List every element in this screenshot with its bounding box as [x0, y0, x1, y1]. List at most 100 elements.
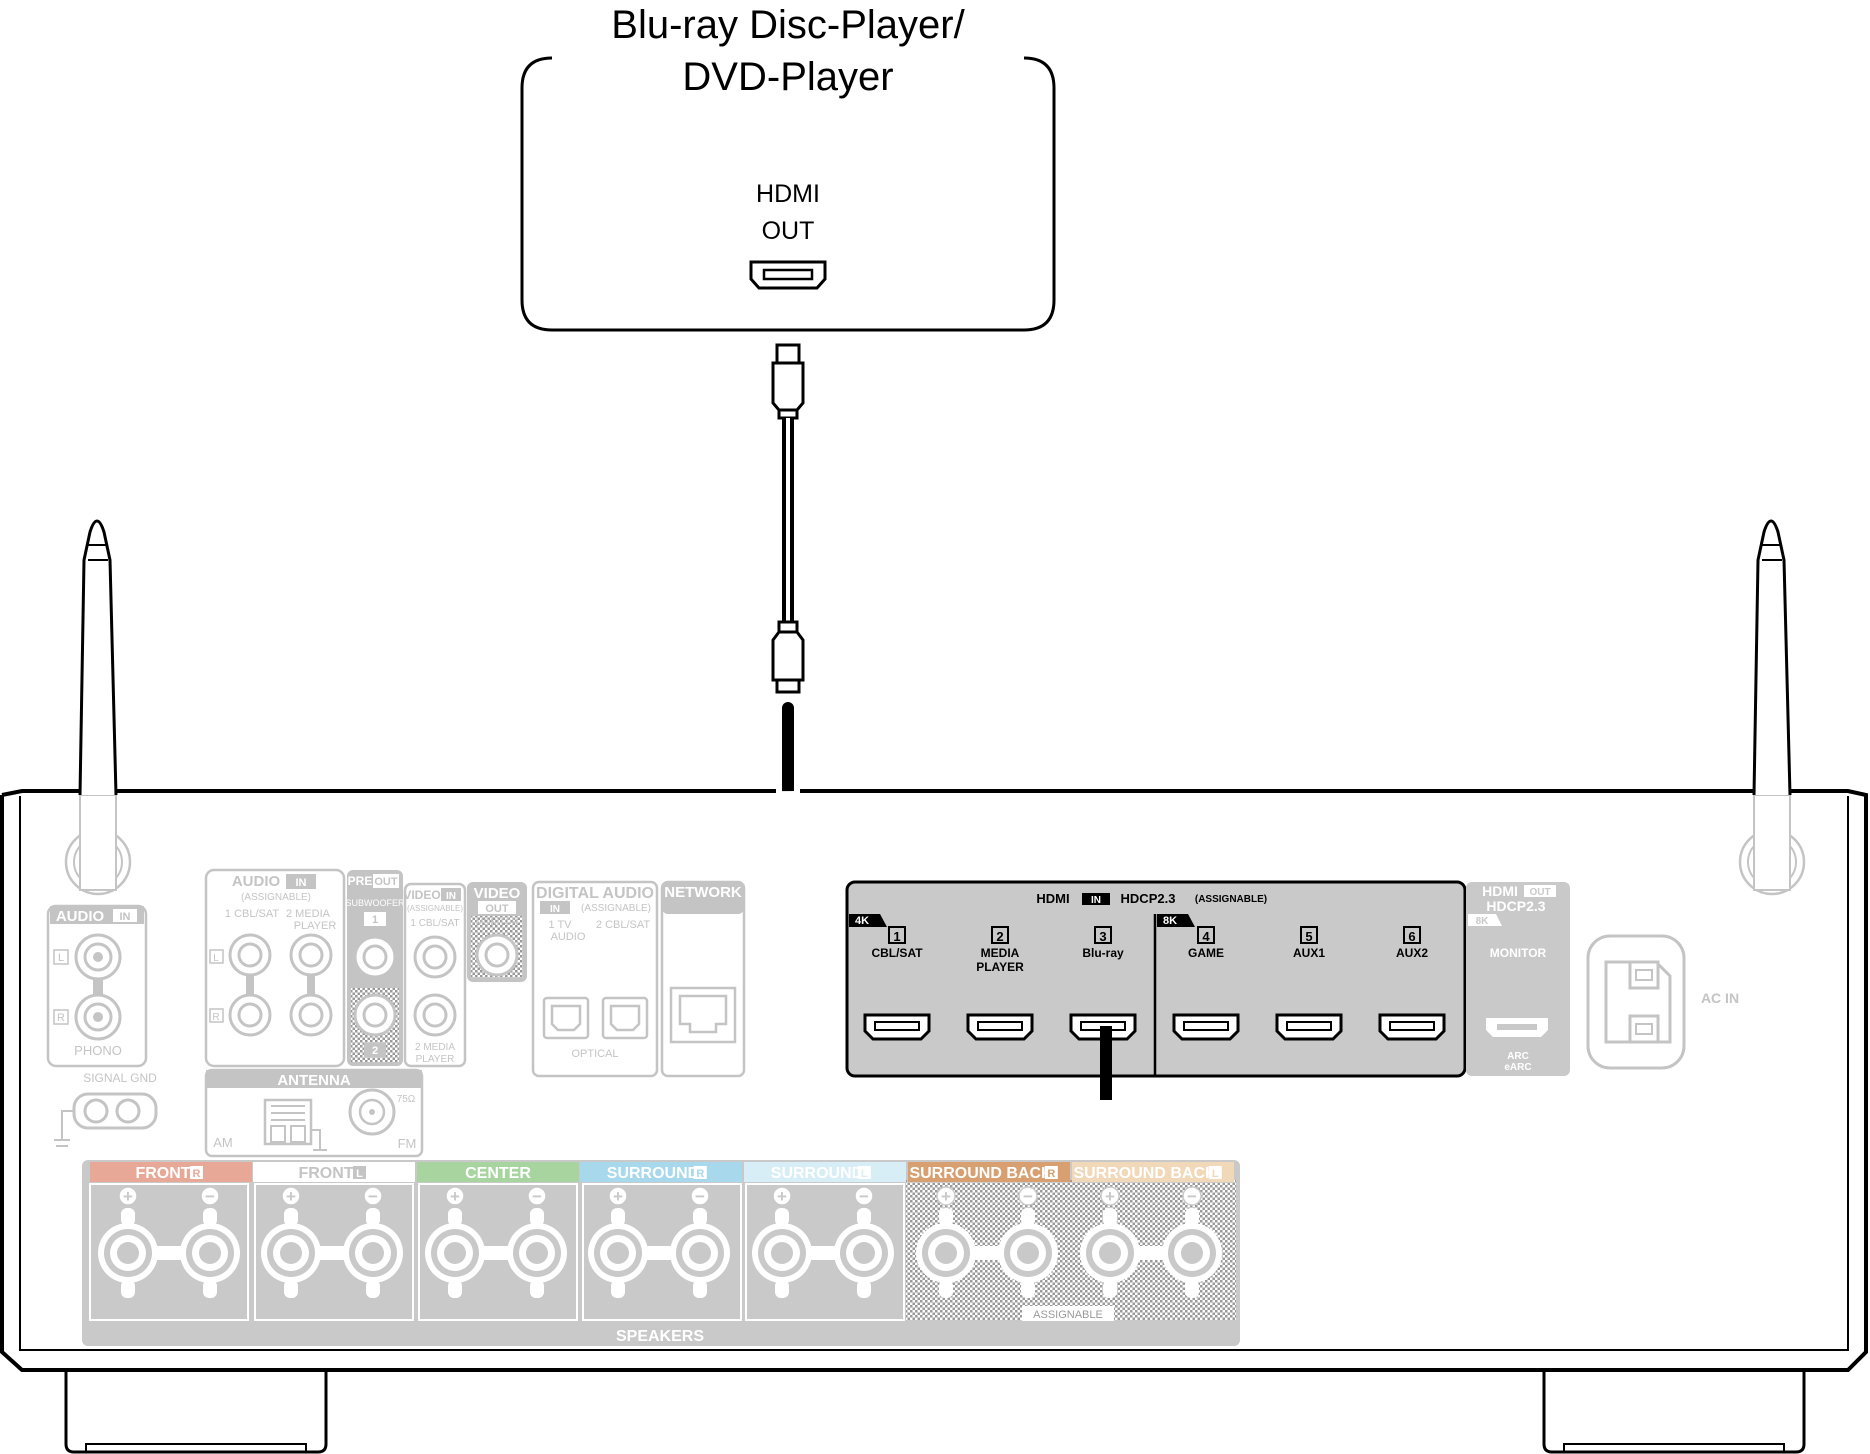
video-in-2-jack[interactable] [413, 993, 457, 1037]
svg-text:PLAYER: PLAYER [416, 1054, 455, 1065]
speaker-terminal-plus[interactable]: + [425, 1186, 485, 1298]
right-foot [1542, 1370, 1806, 1454]
hdmi-in-port-label: AUX2 [1396, 946, 1428, 960]
hdmi-in-header-hdmi: HDMI [1036, 891, 1069, 906]
svg-text:SIGNAL GND: SIGNAL GND [83, 1071, 157, 1085]
hdmi-out-panel: HDMI OUT HDCP2.3 8K MONITOR ARC eARC [1466, 882, 1570, 1076]
svg-text:1 CBL/SAT: 1 CBL/SAT [225, 908, 279, 920]
hdmi-connector-slot [977, 1021, 1023, 1031]
hdmi-in-port-label: CBL/SAT [871, 946, 923, 960]
speaker-terminal-link [1130, 1246, 1172, 1260]
hdmi-in-port-label: AUX1 [1293, 946, 1325, 960]
video-in-section: VIDEO IN (ASSIGNABLE) 1 CBL/SAT 2 MEDIA … [403, 882, 467, 1068]
svg-text:−: − [1023, 1187, 1033, 1206]
speaker-terminal-plus[interactable]: + [1080, 1186, 1140, 1298]
svg-text:+: + [450, 1187, 460, 1206]
svg-text:AUDIO: AUDIO [232, 873, 281, 890]
minus-icon [1018, 1186, 1038, 1206]
speaker-terminal-minus[interactable]: − [834, 1186, 894, 1298]
hdmi-in-header-assignable: (ASSIGNABLE) [1195, 894, 1267, 905]
minus-icon [854, 1186, 874, 1206]
phono-l-jack[interactable] [74, 933, 122, 981]
speaker-terminal-plus[interactable]: + [98, 1186, 158, 1298]
cable-plug-top-tip [775, 343, 801, 365]
optical-2-port[interactable] [601, 996, 649, 1040]
video-out-monitor-jack[interactable] [475, 933, 519, 977]
audio-in-2-l-jack[interactable] [289, 933, 333, 977]
speaker-group-label: SURROUND BACK [1073, 1165, 1217, 1182]
speaker-terminal-minus[interactable]: − [998, 1186, 1058, 1298]
svg-text:−: − [859, 1187, 869, 1206]
audio-in-2-r-jack[interactable] [289, 993, 333, 1037]
speaker-terminal-minus[interactable]: − [507, 1186, 567, 1298]
speaker-terminal-plus[interactable]: + [916, 1186, 976, 1298]
source-device-title-line2: DVD-Player [682, 55, 893, 99]
svg-text:eARC: eARC [1504, 1062, 1531, 1073]
speaker-terminal-minus[interactable]: − [180, 1186, 240, 1298]
hdmi-in-header-hdcp: HDCP2.3 [1121, 891, 1176, 906]
svg-text:+: + [941, 1187, 951, 1206]
hdmi-in-port-number: 2 [996, 929, 1003, 944]
speaker-channel-box [857, 1166, 871, 1179]
speaker-terminal-minus[interactable]: − [1162, 1186, 1222, 1298]
hdmi-connector-slot [1183, 1021, 1229, 1031]
fm-antenna-jack[interactable] [348, 1088, 396, 1136]
ac-in-socket[interactable] [1586, 934, 1686, 1070]
speaker-terminal-minus[interactable]: − [670, 1186, 730, 1298]
speaker-terminal-link [311, 1246, 353, 1260]
svg-text:DIGITAL AUDIO: DIGITAL AUDIO [536, 885, 654, 902]
subwoofer-2-jack[interactable] [353, 993, 397, 1037]
speaker-terminal-link [148, 1246, 190, 1260]
svg-text:PLAYER: PLAYER [294, 920, 337, 932]
am-antenna-terminal[interactable] [263, 1098, 327, 1151]
signal-gnd-terminal[interactable] [54, 1092, 158, 1147]
speaker-channel-letter: R [193, 1168, 201, 1180]
svg-text:−: − [1187, 1187, 1197, 1206]
svg-text:OUT: OUT [485, 903, 509, 915]
right-wireless-antenna [1738, 519, 1806, 896]
audio-in-1-r-jack[interactable] [228, 993, 272, 1037]
speaker-group-header [253, 1162, 415, 1182]
svg-text:1 CBL/SAT: 1 CBL/SAT [410, 918, 459, 929]
hdmi-in-header-in: IN [1091, 895, 1101, 906]
audio-in-1-l-jack[interactable] [228, 933, 272, 977]
svg-text:FM: FM [398, 1136, 417, 1151]
hdmi-in-port-label: MEDIA [981, 946, 1020, 960]
speaker-terminal-minus[interactable]: − [343, 1186, 403, 1298]
subwoofer-1-jack[interactable] [353, 935, 397, 979]
player-hdmi-out-port[interactable] [749, 260, 827, 290]
video-in-1-jack[interactable] [413, 935, 457, 979]
hdmi-in-port-number-box [1403, 926, 1421, 944]
ethernet-port[interactable] [669, 986, 737, 1044]
svg-text:75Ω: 75Ω [397, 1094, 416, 1105]
svg-text:−: − [532, 1187, 542, 1206]
speaker-terminal-plus[interactable]: + [261, 1186, 321, 1298]
optical-1-port[interactable] [542, 996, 590, 1040]
network-section: NETWORK [660, 880, 746, 1078]
phono-r-jack[interactable] [74, 993, 122, 1041]
video-out-section: VIDEO OUT MONITOR [467, 882, 527, 982]
hdmi-connector-slot [874, 1021, 920, 1031]
speaker-channel-letter: L [1212, 1168, 1219, 1180]
hdmi-out-monitor-port[interactable] [1486, 1018, 1548, 1037]
svg-text:(ASSIGNABLE): (ASSIGNABLE) [241, 892, 311, 903]
speaker-channel-letter: R [696, 1168, 704, 1180]
pre-out-section: PRE OUT SUBWOOFER 1 2 [345, 870, 405, 1066]
hdmi-in-port-number-box [991, 926, 1009, 944]
speaker-terminal-plus[interactable]: + [588, 1186, 648, 1298]
cable-plug-bottom-body [771, 630, 805, 682]
plus-icon [608, 1186, 628, 1206]
speaker-terminal-plus[interactable]: + [752, 1186, 812, 1298]
audio-in-assignable-section: AUDIO IN (ASSIGNABLE) 1 CBL/SAT 2 MEDIA … [204, 868, 346, 1068]
minus-icon [363, 1186, 383, 1206]
speaker-channel-letter: R [1047, 1168, 1055, 1180]
svg-text:SUBWOOFER: SUBWOOFER [345, 898, 405, 908]
